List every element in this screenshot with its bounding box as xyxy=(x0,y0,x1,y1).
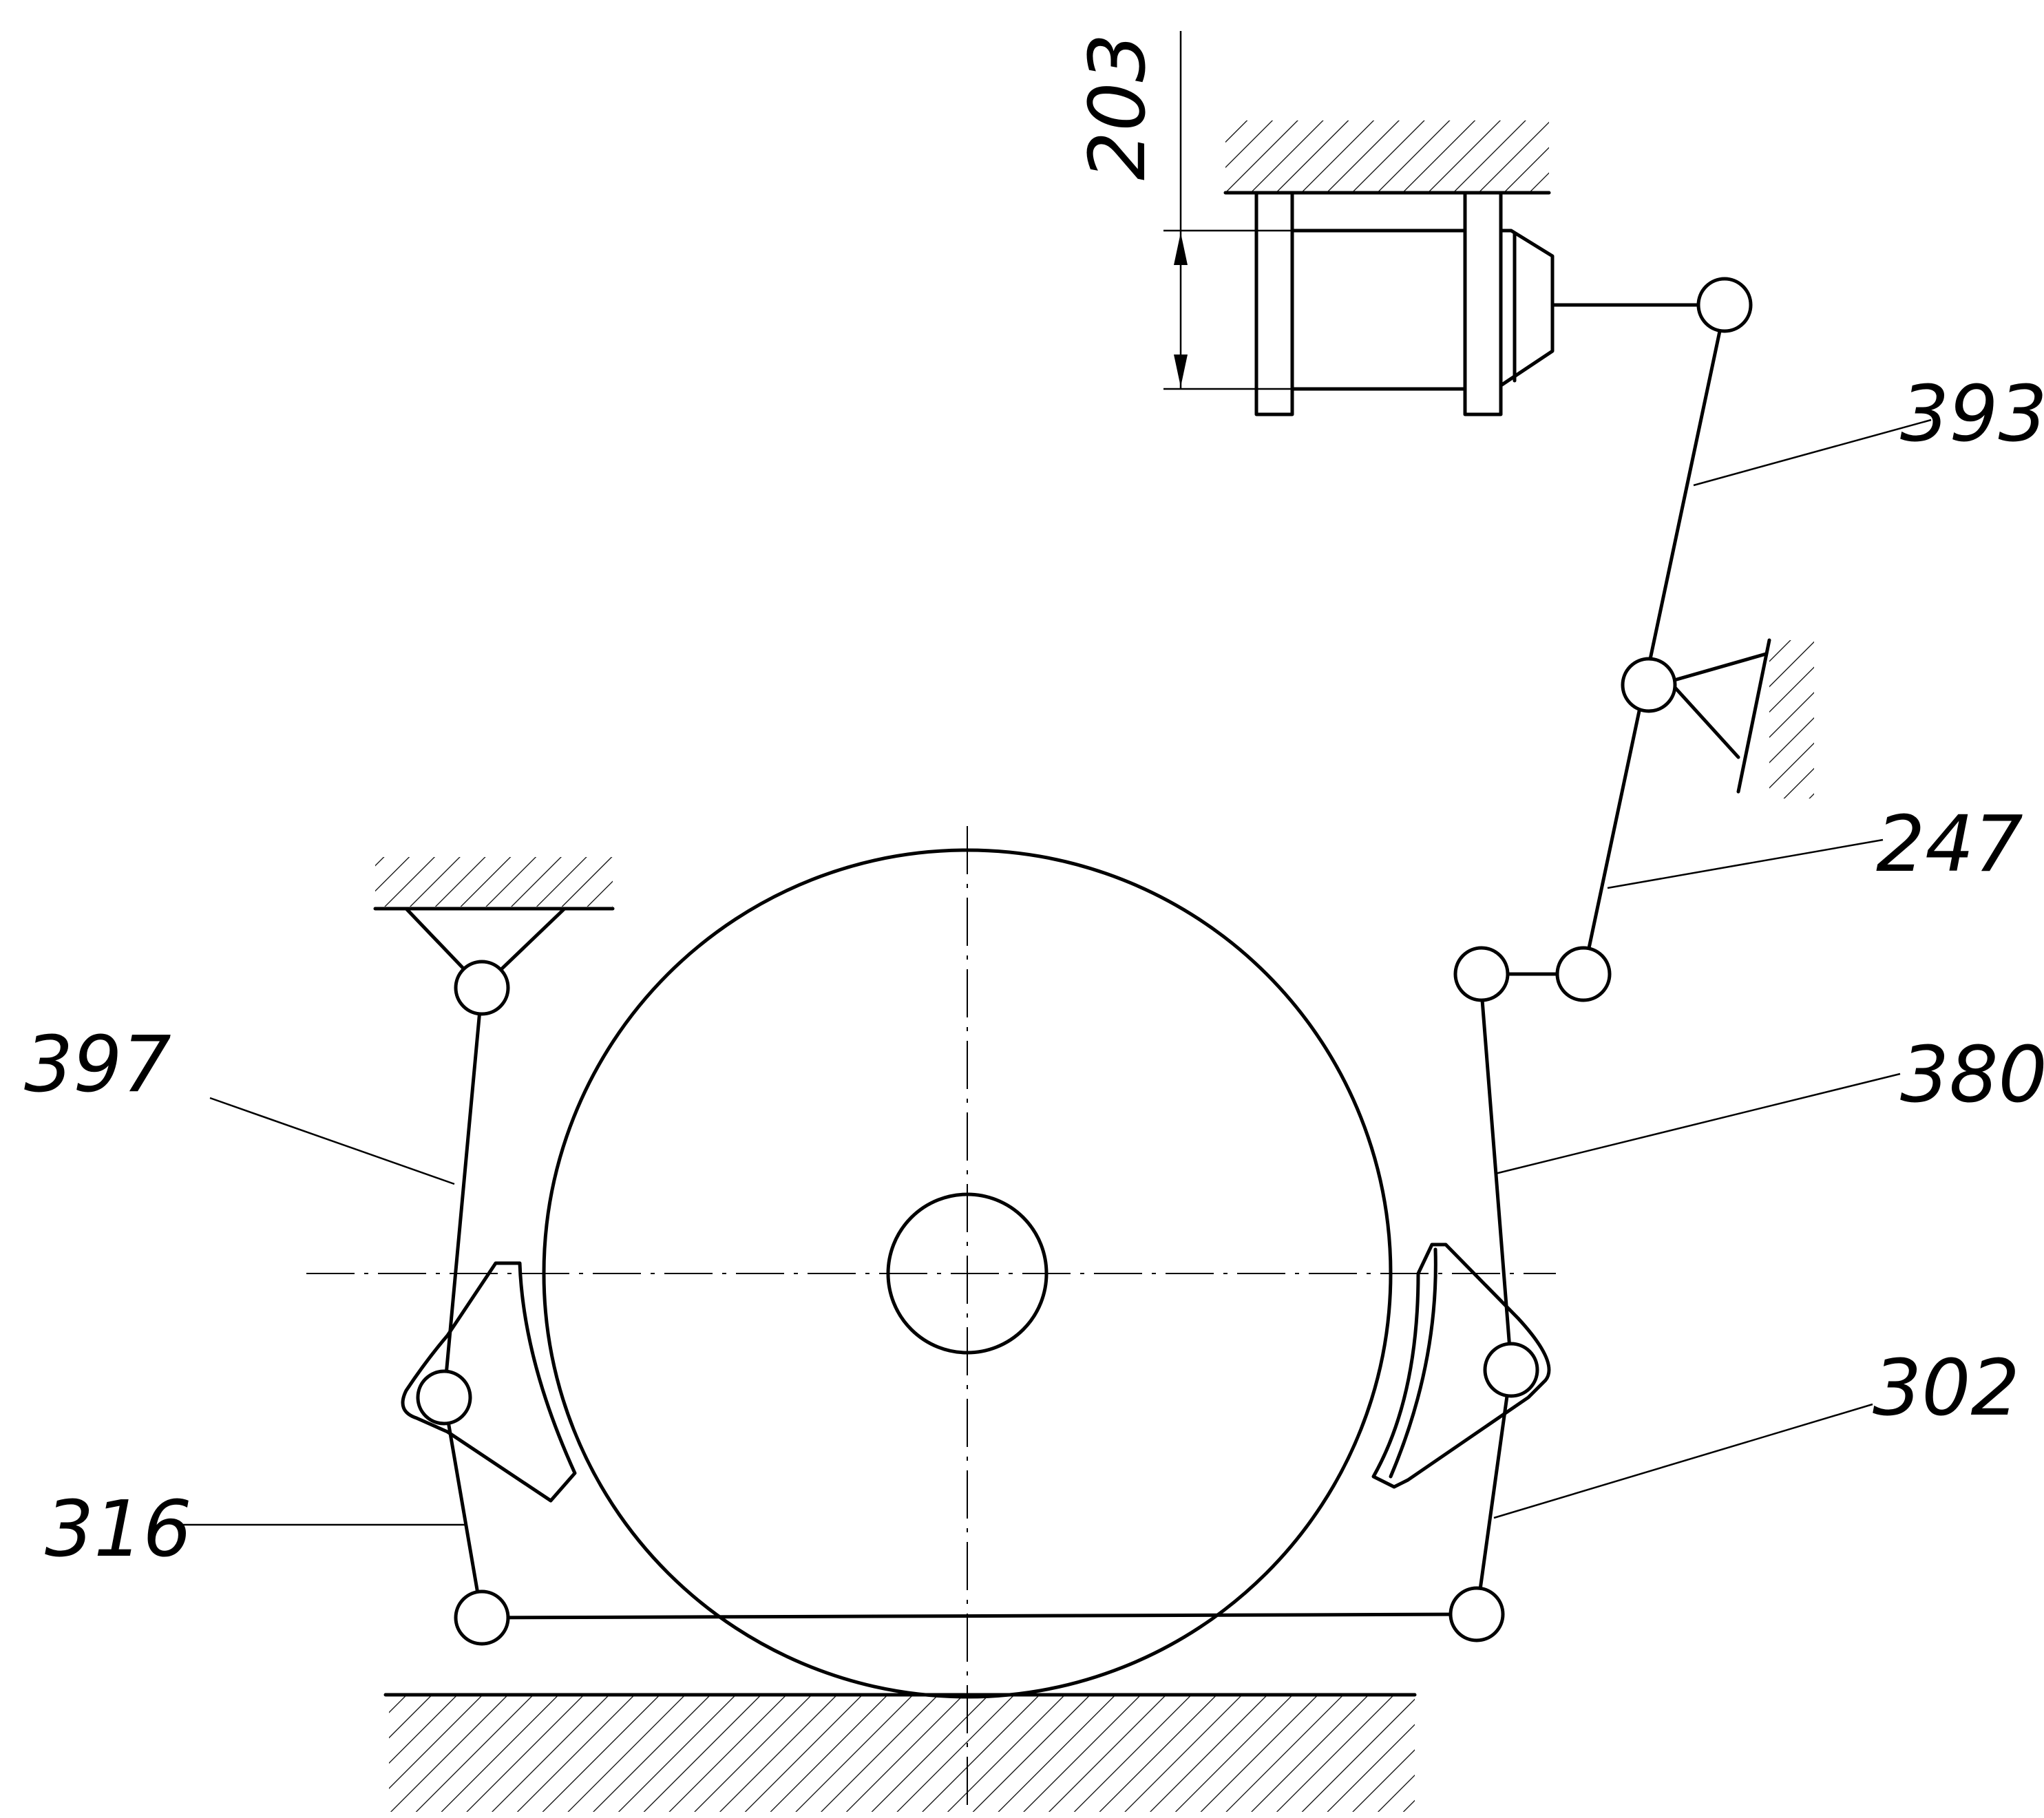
pin xyxy=(1555,946,1612,1002)
pin xyxy=(454,1589,510,1646)
bottom-tie-rod xyxy=(480,1612,1479,1620)
dimension-203-label: 203 xyxy=(1073,33,1163,180)
pins xyxy=(416,277,1753,1646)
label-302: 302 xyxy=(1873,1344,2020,1433)
leader-lines xyxy=(176,419,1932,1526)
brake-cylinder xyxy=(1254,191,1727,416)
pin xyxy=(454,960,510,1016)
right-fixed-support xyxy=(1667,638,1814,799)
pin xyxy=(1448,1586,1505,1642)
top-fixed-support xyxy=(1223,120,1551,195)
label-316: 316 xyxy=(45,1485,192,1574)
wheel xyxy=(306,826,1556,1810)
label-393: 393 xyxy=(1900,370,2044,459)
pin xyxy=(1621,657,1677,713)
left-brake-arm xyxy=(401,986,577,1620)
label-247: 247 xyxy=(1876,800,2023,889)
dimension-203: 203 xyxy=(1073,31,1294,390)
left-fixed-support xyxy=(373,857,615,990)
pin xyxy=(1453,946,1510,1002)
pin xyxy=(1483,1342,1539,1398)
label-397: 397 xyxy=(24,1020,171,1110)
pin xyxy=(1696,277,1753,333)
label-380: 380 xyxy=(1900,1030,2044,1120)
ground xyxy=(383,1693,1417,1812)
right-brake-arm xyxy=(1371,989,1551,1616)
pin xyxy=(416,1369,472,1426)
